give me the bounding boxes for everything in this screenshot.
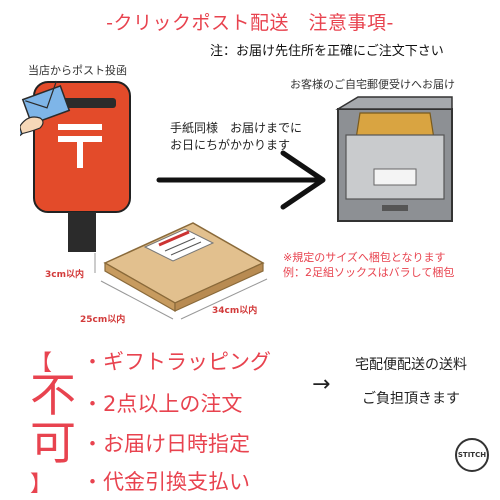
restriction-item: ・ギフトラッピング: [82, 350, 271, 374]
restriction-item: ・2点以上の注文: [82, 392, 243, 416]
restriction-item: ・代金引換支払い: [82, 470, 250, 494]
hand: [20, 116, 44, 135]
address-notice: 注：お届け先住所を正確にご注文下さい: [210, 44, 444, 59]
not-allowed-char1: 不: [30, 368, 76, 422]
mailbox-illustration: [335, 96, 453, 222]
mailbox-caption: お客様のご自宅郵便受けへお届け: [290, 78, 455, 91]
postbox-illustration: [20, 80, 131, 252]
alt-shipping-line1: 宅配便配送の送料: [355, 357, 467, 373]
not-allowed-char2: 可: [30, 416, 76, 470]
transit-line1: 手紙同様 お届けまでに: [170, 121, 303, 135]
size-note-line2: 例：2足組ソックスはバラして梱包: [283, 266, 455, 279]
package-illustration: [94, 222, 268, 320]
transit-line2: お日にちがかかります: [170, 138, 291, 152]
letter-icon: [21, 80, 71, 126]
bracket-close: 】: [30, 472, 53, 497]
alt-shipping-line2: ご負担頂きます: [362, 391, 460, 407]
restriction-item: ・お届け日時指定: [82, 432, 250, 456]
dimension-length: 34cm以内: [212, 306, 258, 316]
dimension-height: 3cm以内: [45, 270, 84, 280]
delivery-arrow: [156, 150, 326, 210]
brand-logo: STITCH: [455, 438, 489, 472]
post-caption: 当店からポスト投函: [28, 64, 127, 77]
dimension-width: 25cm以内: [80, 315, 126, 325]
page-title: -クリックポスト配送 注意事項-: [106, 12, 394, 34]
small-arrow: →: [312, 372, 331, 397]
size-note-line1: ※規定のサイズへ梱包となります: [283, 251, 446, 264]
bracket-open: 【: [30, 351, 53, 376]
postbox-pole: [68, 212, 96, 252]
